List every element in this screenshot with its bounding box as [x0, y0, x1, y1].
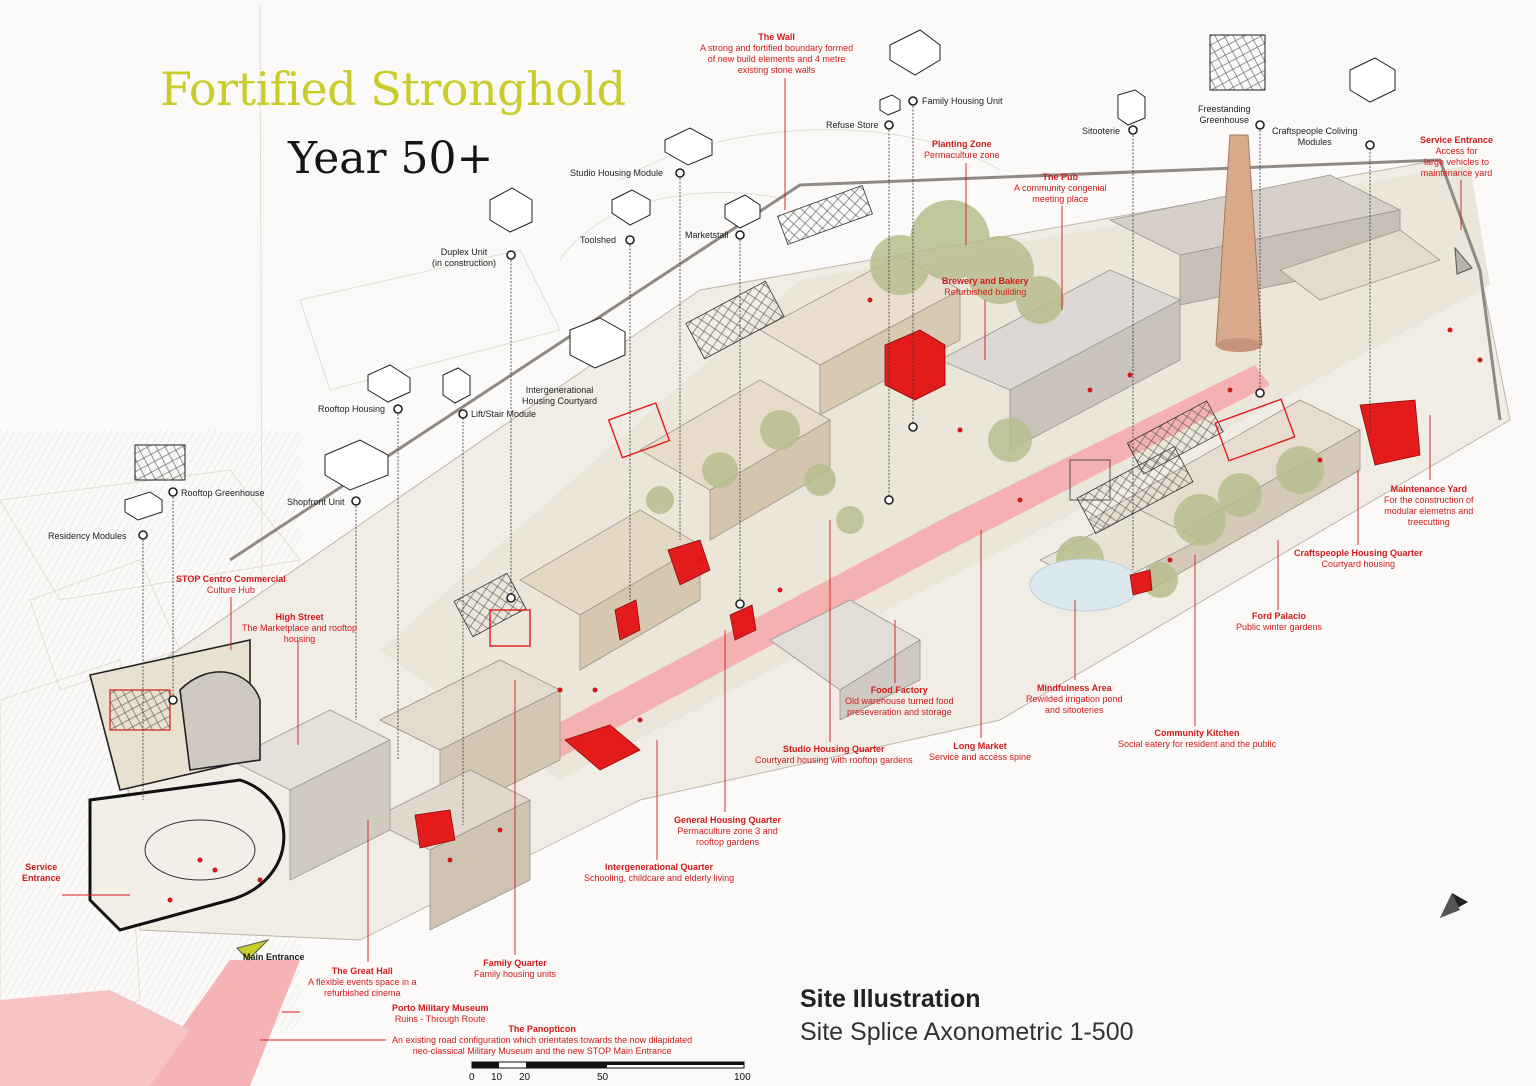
label-lift-stair-module: Lift/Stair Module — [471, 409, 537, 419]
people-figures — [167, 297, 1483, 903]
label-rooftop-greenhouse: Rooftop Greenhouse — [181, 488, 265, 498]
chimney-tower — [1215, 134, 1263, 352]
scale-tick: 50 — [597, 1072, 609, 1083]
panopticon-road — [0, 990, 190, 1086]
page-subtitle: Year 50+ — [288, 133, 494, 184]
label-refuse-store: Refuse Store — [826, 120, 879, 130]
red-modules — [414, 329, 1421, 849]
north-arrow-icon — [1440, 893, 1468, 918]
red-frame-modules — [489, 398, 1296, 647]
greenhouse-frames — [453, 185, 1224, 638]
site-illustration-title: Site Illustration — [800, 985, 981, 1013]
label-sitooterie: Sitooterie — [1082, 126, 1121, 136]
label-marketstall: Marketstall — [685, 230, 729, 240]
label-family-housing-unit: Family Housing Unit — [922, 96, 1003, 106]
label-shopfront-unit: Shopfront Unit — [287, 497, 345, 507]
module-leader-lines — [142, 106, 1371, 825]
main-entrance-marker-icon — [236, 939, 270, 961]
leader-dots — [138, 96, 1375, 705]
boundary-wall — [229, 158, 1502, 562]
scale-tick: 10 — [491, 1072, 503, 1083]
main-entrance-route — [140, 960, 300, 1086]
scale-tick: 100 — [734, 1072, 751, 1083]
trees — [646, 200, 1324, 598]
service-marker-icon — [1454, 246, 1473, 275]
label-residency-modules: Residency Modules — [48, 531, 127, 541]
module-icons — [124, 29, 1396, 521]
label-duplex-unit: Duplex Unit(in construction) — [432, 247, 497, 268]
irrigation-pond — [1029, 558, 1141, 612]
label-main-entrance: Main Entrance — [243, 952, 305, 962]
page-title: Fortified Stronghold — [160, 62, 626, 116]
scale-tick: 20 — [519, 1072, 531, 1083]
scale-tick: 0 — [469, 1072, 475, 1083]
stop-centro-building — [88, 639, 286, 932]
label-rooftop-housing: Rooftop Housing — [318, 404, 386, 414]
label-toolshed: Toolshed — [580, 235, 617, 245]
site-illustration-subtitle: Site Splice Axonometric 1-500 — [800, 1018, 1134, 1046]
scale-bar — [471, 1061, 745, 1069]
greenhouse-icons — [134, 34, 1266, 481]
label-studio-housing-module: Studio Housing Module — [570, 168, 664, 178]
leader-lines — [62, 78, 1462, 1041]
